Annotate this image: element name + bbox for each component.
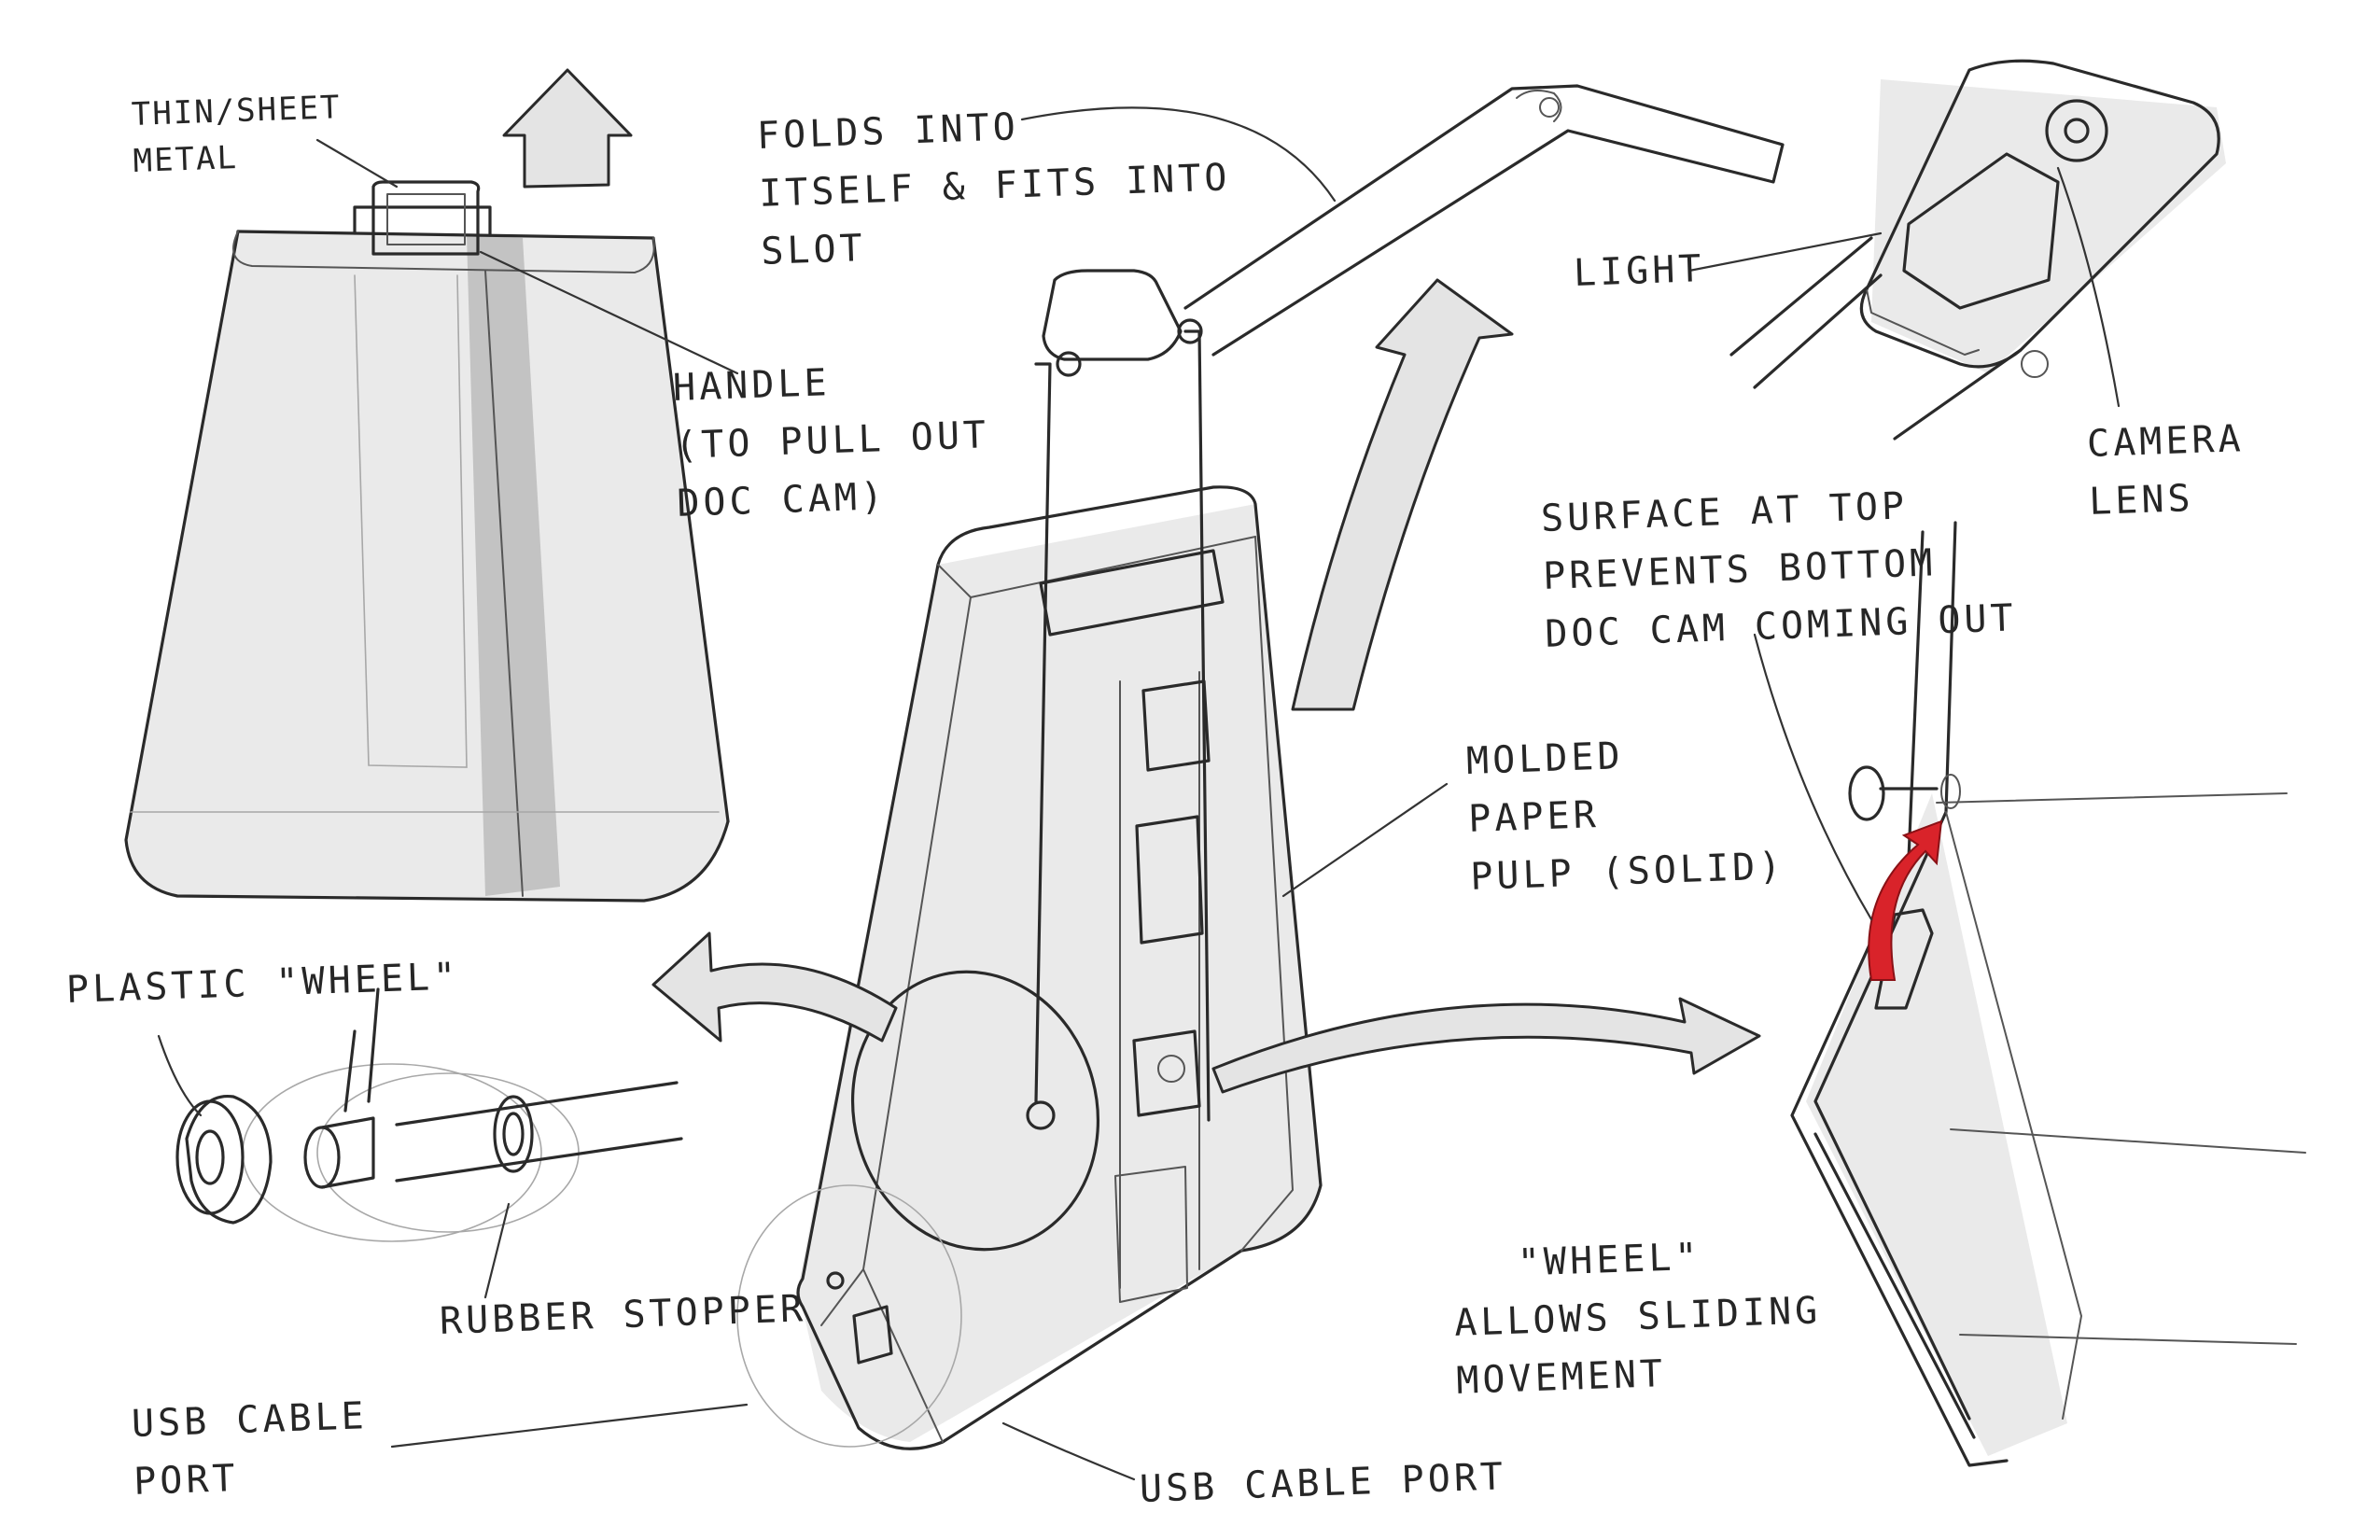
label-line: PAPER (1467, 793, 1601, 841)
label-line: USB CABLE (131, 1394, 369, 1446)
label-line: DOC CAM) (676, 475, 888, 525)
camera-head-sketch (1729, 59, 2226, 441)
label-line: THIN/SHEET (131, 89, 343, 133)
label-handle: HANDLE (TO PULL OUT DOC CAM) (672, 348, 992, 533)
label-line: MOLDED (1465, 735, 1625, 783)
label-line: LENS (2088, 477, 2195, 524)
label-line: CAMERA (2086, 417, 2246, 466)
open-lamp-sketch (651, 84, 1785, 1450)
closed-base-sketch (124, 68, 730, 903)
label-light: LIGHT (1573, 240, 1706, 302)
exploded-wheel-sketch (175, 987, 683, 1242)
label-molded-paper-pulp: MOLDED PAPER PULP (SOLID) (1465, 721, 1785, 906)
label-line: PULP (SOLID) (1469, 845, 1785, 899)
label-line: HANDLE (672, 361, 832, 410)
label-wheel-allows-sliding: "WHEEL" ALLOWS SLIDING MOVEMENT (1451, 1224, 1824, 1410)
label-folds-into-slot: FOLDS INTO ITSELF & FITS INTO SLOT (756, 91, 1234, 281)
label-line: (TO PULL OUT (674, 413, 990, 468)
label-line: PORT (133, 1457, 240, 1504)
label-thin-sheet-metal: THIN/SHEET METAL (131, 84, 343, 185)
label-line: LIGHT (1573, 247, 1706, 295)
label-line: METAL (132, 139, 239, 180)
label-camera-lens: CAMERA LENS (2086, 410, 2247, 531)
label-usb-cable-port-left: USB CABLE PORT (131, 1387, 371, 1511)
leader-lines (157, 106, 2121, 1481)
side-section-sketch (1790, 521, 2306, 1467)
label-surface-at-top: SURFACE AT TOP PREVENTS BOTTOM DOC CAM C… (1540, 473, 2018, 664)
